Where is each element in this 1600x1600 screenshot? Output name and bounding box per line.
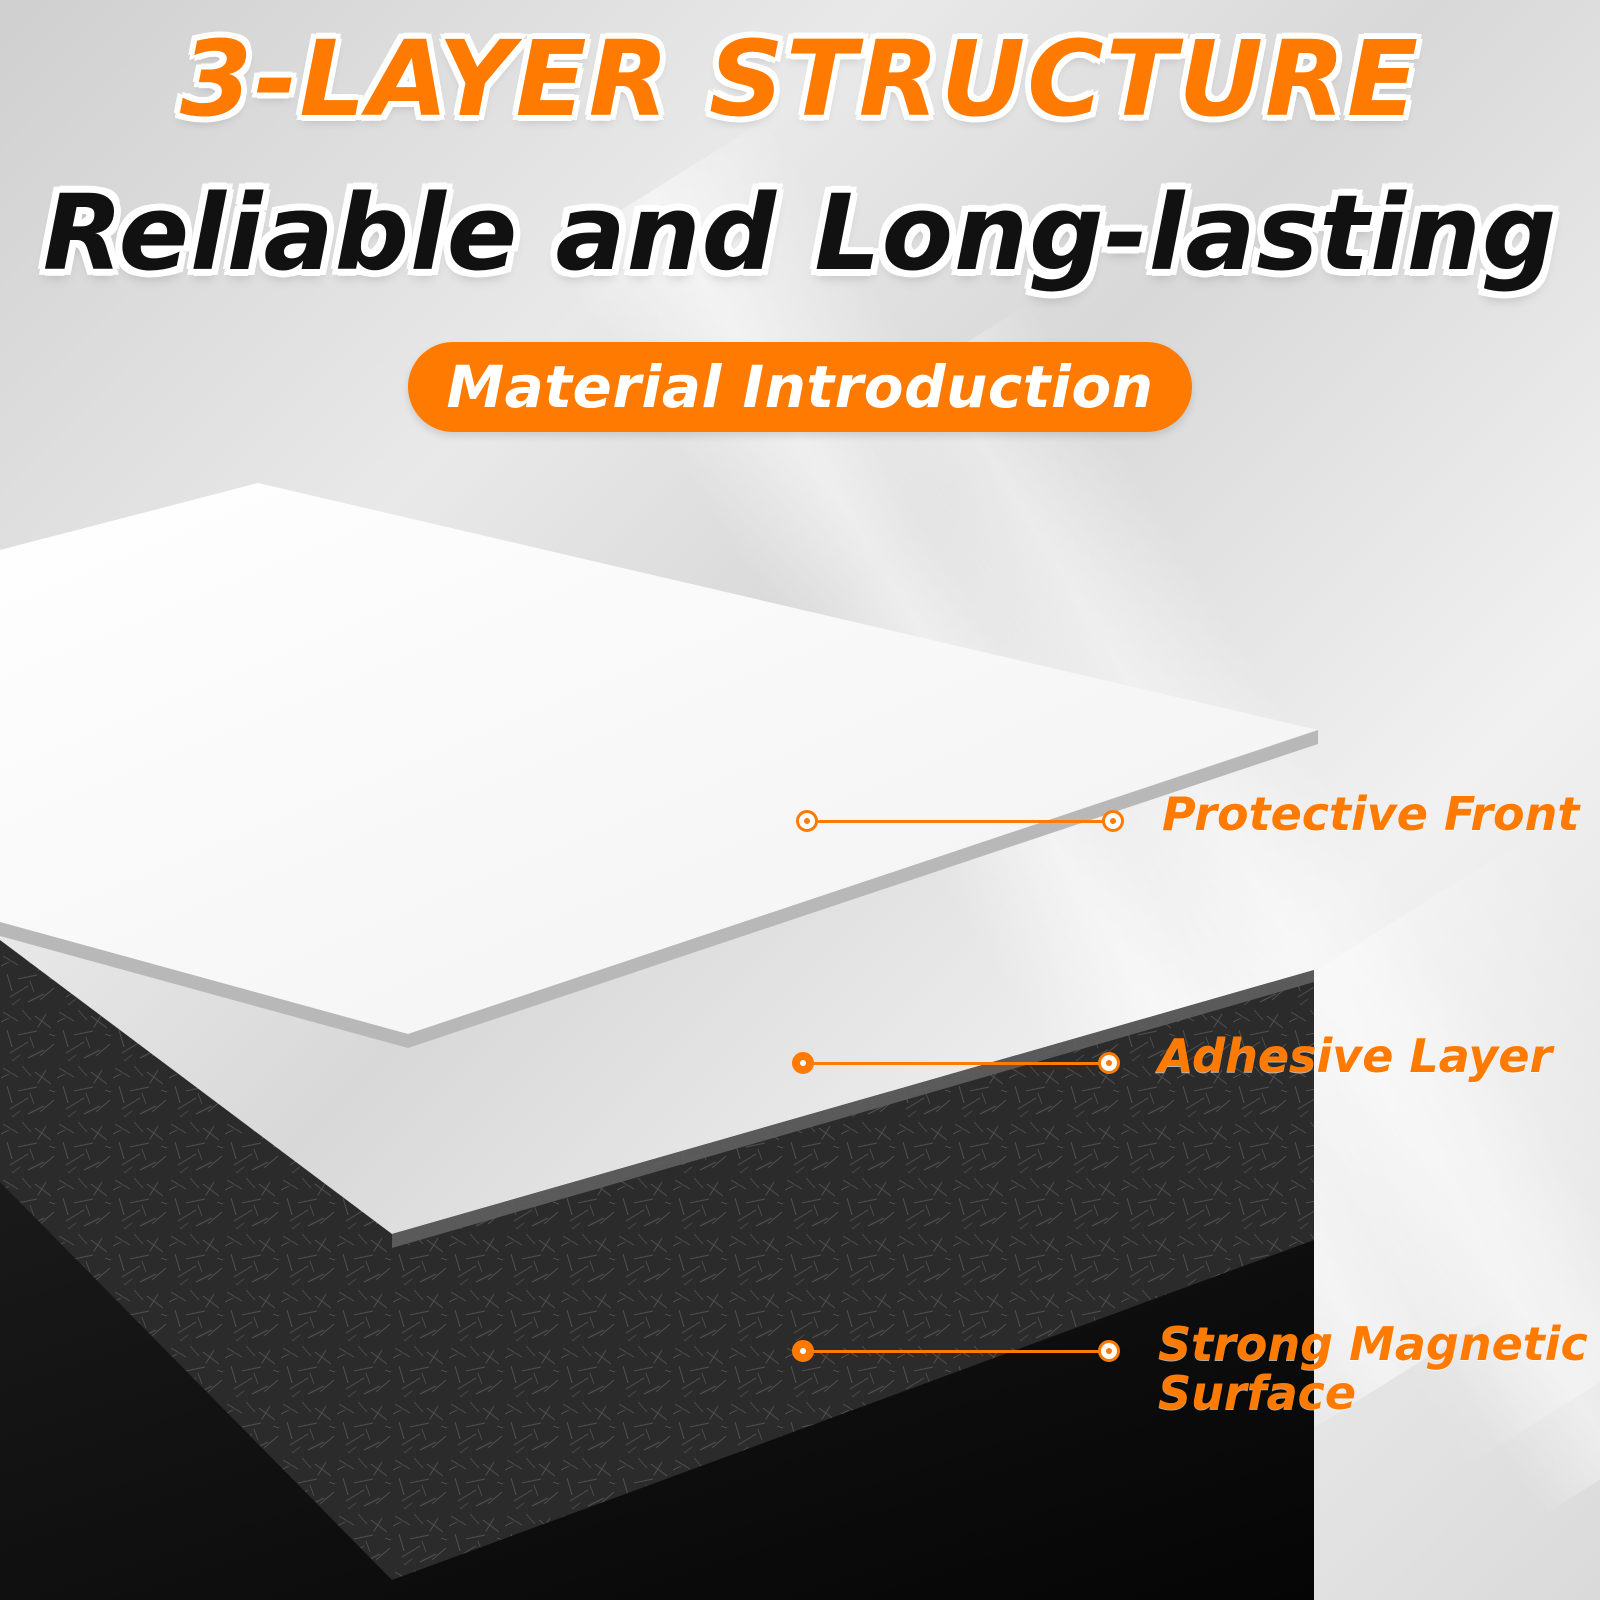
page-title: 3-LAYER STRUCTURE — [179, 18, 1421, 140]
protective-layer — [0, 483, 1318, 1034]
magnetic-callout — [792, 1332, 1122, 1372]
callout-line — [812, 1062, 1102, 1065]
protective-front-label: Protective Front — [1162, 787, 1580, 841]
strong-magnetic-line-2: Surface — [1158, 1365, 1357, 1420]
magnetic-layer — [0, 1170, 1314, 1600]
material-introduction-pill: Material Introduction — [408, 342, 1192, 432]
adhesive-callout — [792, 1044, 1122, 1084]
adhesive-layer-label: Adhesive Layer — [1158, 1029, 1553, 1083]
callout-dot-start — [796, 810, 818, 832]
callout-dot-start — [792, 1052, 814, 1074]
adhesive-layer — [0, 940, 1314, 1580]
strong-magnetic-surface-label: Strong Magnetic Surface — [1158, 1320, 1588, 1418]
callout-line — [816, 820, 1106, 823]
callout-dot-end — [1098, 1340, 1120, 1362]
callout-dot-start — [792, 1340, 814, 1362]
callout-line — [812, 1350, 1102, 1353]
page-subtitle: Reliable and Long-lasting — [42, 172, 1558, 294]
adhesive-layer-edge — [392, 970, 1314, 1248]
protective-callout — [796, 802, 1126, 842]
callout-dot-end — [1098, 1052, 1120, 1074]
callout-dot-end — [1102, 810, 1124, 832]
strong-magnetic-line-1: Strong Magnetic — [1158, 1317, 1588, 1371]
